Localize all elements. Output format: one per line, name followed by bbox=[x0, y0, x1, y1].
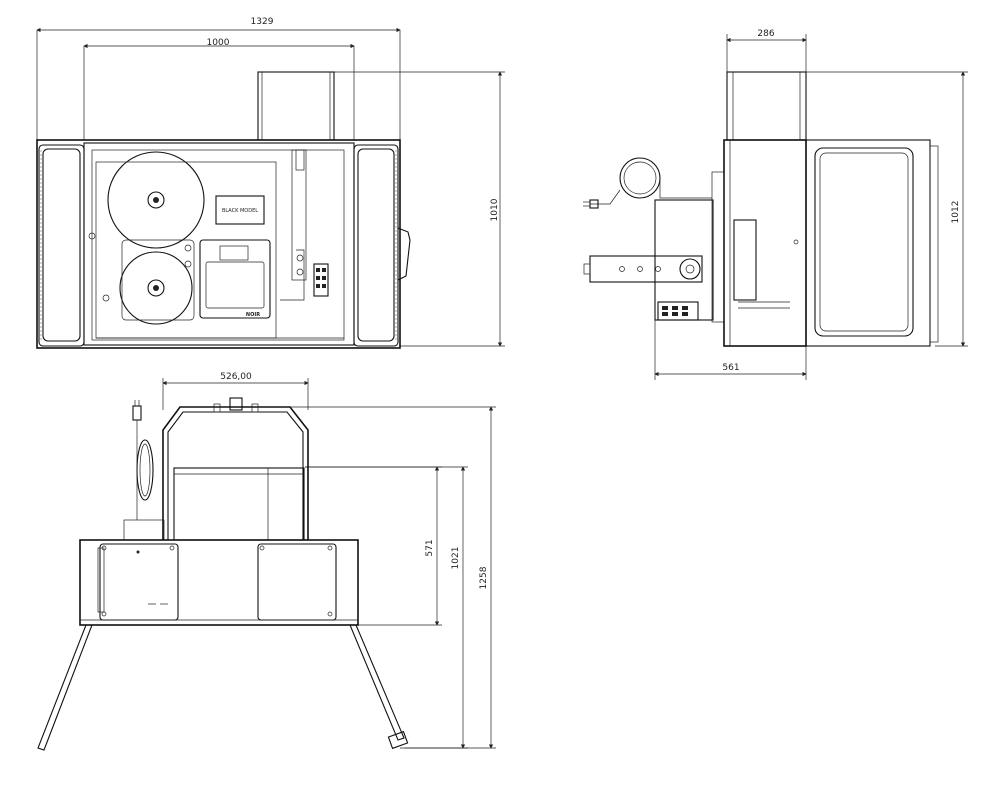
right-door-handle bbox=[397, 227, 411, 281]
dim-1000-label: 1000 bbox=[207, 38, 230, 48]
dim-bottom-body: 571 bbox=[305, 466, 442, 626]
power-plug bbox=[589, 199, 599, 209]
main-frame bbox=[36, 139, 401, 349]
side-body bbox=[723, 139, 807, 347]
bottom-main-body bbox=[79, 539, 359, 626]
cable-coil bbox=[619, 157, 661, 199]
dim-front-height: 1010 bbox=[334, 71, 505, 347]
print-engine bbox=[199, 239, 271, 319]
dim-526-label: 526,00 bbox=[220, 372, 252, 382]
dim-side-depth: 561 bbox=[654, 320, 807, 380]
bottom-view: 526,00 1258 1021 571 bbox=[37, 372, 496, 751]
side-door bbox=[805, 139, 931, 347]
bottom-cable-coil bbox=[136, 439, 154, 501]
dim-side-top: 286 bbox=[726, 29, 807, 72]
left-door-window bbox=[42, 148, 81, 342]
dim-side-height: 1012 bbox=[806, 71, 968, 347]
dim-bottom-total: 1258 bbox=[240, 406, 496, 749]
dim-1012-label: 1012 bbox=[951, 201, 961, 224]
left-leg bbox=[37, 624, 93, 751]
dim-561-label: 561 bbox=[722, 363, 739, 373]
dim-bottom-mid: 1021 bbox=[305, 466, 468, 749]
connector-block bbox=[313, 263, 329, 297]
carry-handle bbox=[162, 406, 309, 540]
front-view: 1329 1000 1010 bbox=[36, 17, 505, 349]
dim-1010-label: 1010 bbox=[490, 198, 500, 221]
dim-1021-label: 1021 bbox=[451, 547, 461, 570]
dim-286-label: 286 bbox=[757, 29, 774, 39]
right-door-window bbox=[357, 148, 395, 342]
upper-reel bbox=[107, 151, 205, 249]
label-plate bbox=[215, 195, 265, 225]
dim-571-label: 571 bbox=[425, 539, 435, 556]
dim-bottom-handle: 526,00 bbox=[162, 372, 309, 410]
lower-reel bbox=[119, 251, 193, 325]
side-top-box bbox=[726, 71, 807, 141]
dim-1329-label: 1329 bbox=[251, 17, 274, 27]
label-plate-text: BLACK MODEL bbox=[222, 208, 258, 214]
dim-front-inner: 1000 bbox=[83, 38, 355, 140]
dim-1258-label: 1258 bbox=[479, 566, 489, 589]
top-unit-box bbox=[257, 71, 335, 141]
bottom-upper-box bbox=[173, 467, 305, 541]
bottom-power-plug bbox=[132, 405, 142, 421]
side-view: 286 1012 561 bbox=[583, 29, 968, 380]
dim-front-total: 1329 bbox=[36, 17, 401, 140]
right-leg bbox=[349, 624, 405, 741]
side-plate bbox=[733, 219, 757, 301]
brand-logo-text: NOIR bbox=[246, 312, 260, 318]
